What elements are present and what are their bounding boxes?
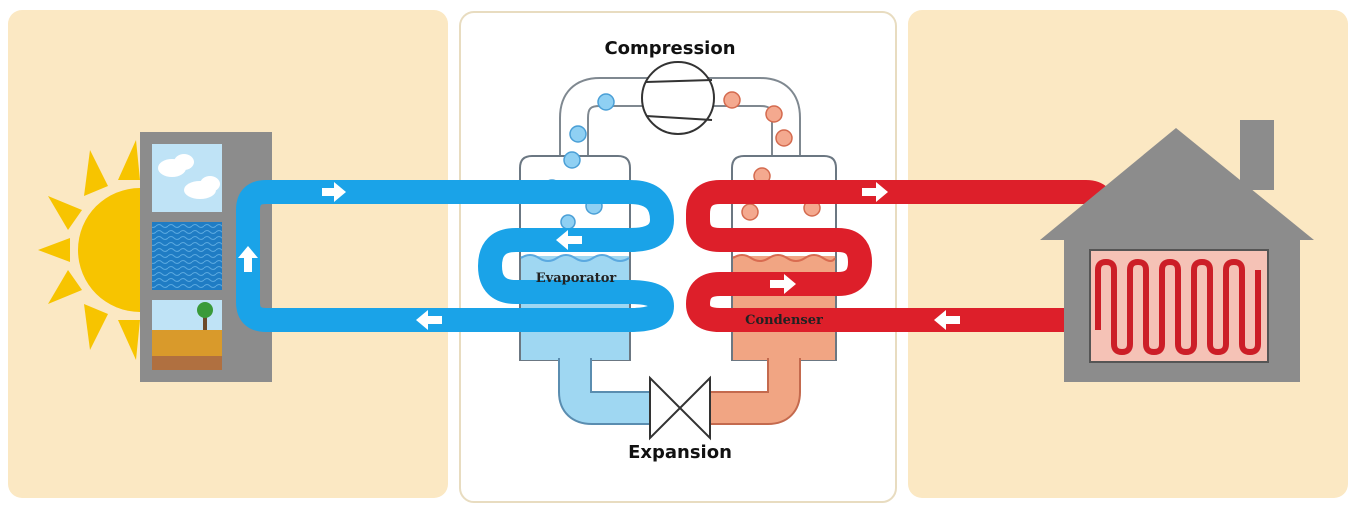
cold-loop	[236, 180, 674, 332]
flow-arrow-icon	[862, 182, 888, 202]
flow-arrow-icon	[934, 310, 960, 330]
refrigerant-gas-pipe	[559, 77, 801, 175]
flow-arrow-icon	[556, 230, 582, 250]
house-icon	[1040, 120, 1314, 382]
heating-coil	[1095, 258, 1261, 356]
compression-label: Compression	[604, 38, 735, 59]
hot-loop	[686, 180, 1116, 332]
liquid-pipe-cold	[558, 358, 652, 425]
expansion-label: Expansion	[628, 442, 732, 463]
flow-arrow-icon	[416, 310, 442, 330]
water-source	[152, 222, 222, 290]
flow-arrow-icon	[322, 182, 346, 202]
evaporator-label: Evaporator	[536, 271, 617, 286]
expansion-valve-icon	[649, 375, 711, 441]
ground-source	[152, 300, 222, 330]
flow-arrow-icon	[770, 274, 796, 294]
compressor-icon	[641, 61, 715, 135]
flow-arrow-icon	[238, 246, 258, 272]
condenser-label: Condenser	[745, 313, 823, 328]
liquid-pipe-warm	[708, 358, 801, 425]
